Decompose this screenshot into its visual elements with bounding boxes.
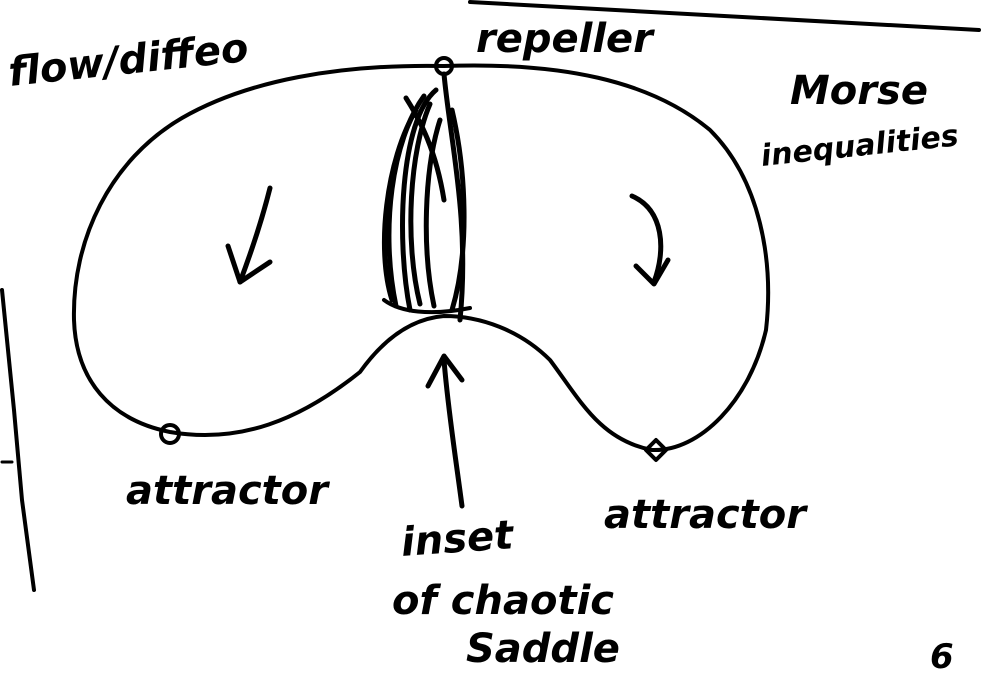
- flow-diffeo-label: flow/diffeo: [6, 25, 250, 96]
- morse-label: Morse: [790, 68, 928, 114]
- inset-label: inset: [399, 512, 516, 566]
- arrow-up-icon: [428, 356, 462, 506]
- arrow-down-left-icon: [228, 188, 270, 282]
- arrow-curved-down-icon: [632, 196, 668, 284]
- attractor-left-label: attractor: [126, 468, 330, 514]
- saddle-label: Saddle: [466, 626, 620, 672]
- repeller-label: repeller: [476, 16, 655, 62]
- left-margin-line: [2, 290, 34, 590]
- saddle-manifold-strands: [384, 74, 470, 320]
- chaotic-label: of chaotic: [392, 578, 614, 624]
- inequalities-label: inequalities: [759, 118, 960, 174]
- page-number: 6: [930, 637, 954, 675]
- attractor-right-label: attractor: [604, 492, 808, 538]
